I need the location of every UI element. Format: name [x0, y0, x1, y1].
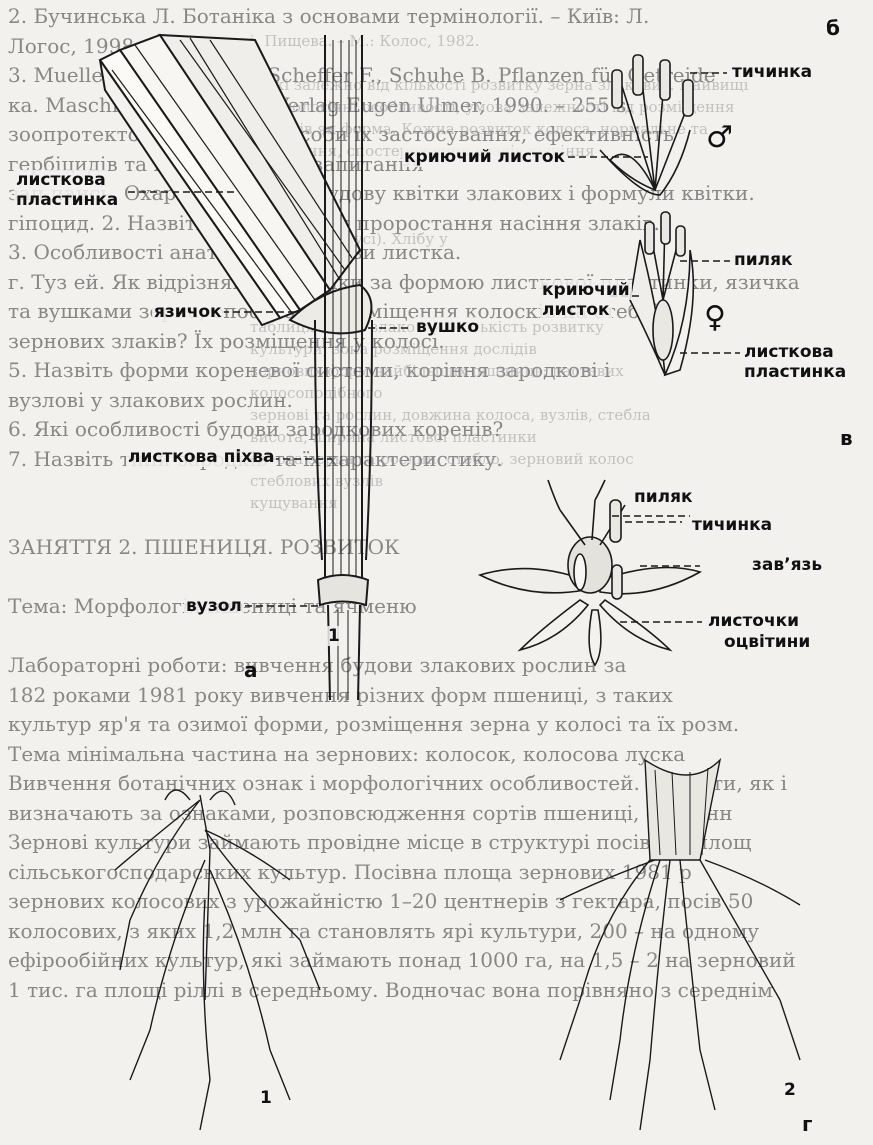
label-hook-leaf-b: криючий листок: [402, 147, 567, 167]
panel-letter-a: а: [244, 658, 258, 682]
label-leaf-blade-female-1: листкова: [742, 342, 836, 362]
label-auricle: вушко: [414, 317, 481, 337]
label-node: вузол: [184, 596, 244, 616]
panel-g-drawing: [115, 760, 800, 1130]
label-leaf-blade-female-2: пластинка: [742, 362, 848, 382]
label-anther-v: пиляк: [632, 487, 695, 507]
label-lodicules-1: листочки: [706, 611, 801, 631]
label-anther-female: пиляк: [732, 250, 795, 270]
female-symbol: ♀: [704, 300, 726, 335]
male-symbol: ♂: [706, 120, 733, 155]
root-number-1: 1: [258, 1088, 274, 1108]
panel-letter-v: в: [840, 426, 853, 450]
label-hook-leaf-female-1: криючий: [540, 280, 632, 300]
label-stamen-v: тичинка: [690, 515, 774, 535]
panel-letter-b: б: [826, 16, 840, 40]
panel-b-drawing: [600, 55, 693, 195]
label-ligule: язичок: [152, 302, 224, 322]
root-number-2: 2: [782, 1080, 798, 1100]
panel-b-female-drawing: [630, 212, 693, 375]
label-leaf-blade-a-1: листкова: [14, 170, 108, 190]
label-node-number: 1: [326, 626, 342, 646]
label-stamen-b: тичинка: [730, 62, 814, 82]
label-hook-leaf-female-2: листок: [540, 300, 612, 320]
panel-v-drawing: [480, 480, 700, 665]
label-leaf-blade-a-2: пластинка: [14, 190, 120, 210]
panel-letter-g: г: [802, 1112, 812, 1136]
label-ovary: зав’язь: [750, 555, 824, 575]
label-sheath: листкова піхва: [126, 447, 276, 467]
label-lodicules-2: оцвітини: [722, 632, 812, 652]
